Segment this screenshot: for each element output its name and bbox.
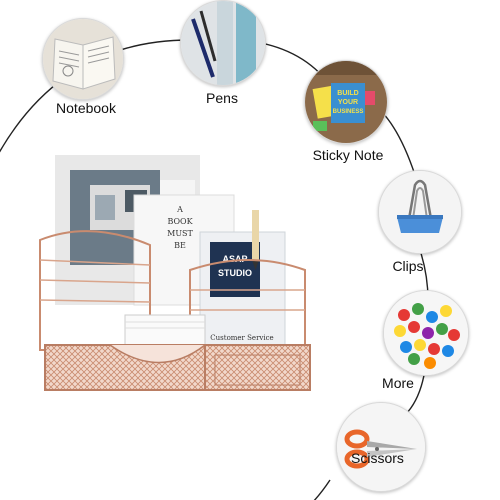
svg-text:BUILD: BUILD bbox=[337, 90, 358, 97]
scissors-label: Scissors bbox=[351, 450, 404, 466]
sticky-note-bubble: BUILD YOUR BUSINESS bbox=[304, 60, 388, 144]
scissors-bubble bbox=[336, 402, 426, 492]
svg-text:A: A bbox=[176, 205, 183, 214]
more-label: More bbox=[382, 375, 414, 391]
push-pins-icon bbox=[384, 291, 468, 375]
notebook-label: Notebook bbox=[56, 100, 116, 116]
svg-text:Customer Service: Customer Service bbox=[210, 334, 273, 342]
svg-text:BOOK: BOOK bbox=[167, 217, 193, 226]
svg-text:MUST: MUST bbox=[167, 229, 193, 238]
pens-icon bbox=[181, 1, 265, 85]
scissors-icon bbox=[337, 403, 425, 491]
svg-text:ASAP: ASAP bbox=[222, 254, 247, 264]
pens-label: Pens bbox=[206, 90, 238, 106]
notebook-icon bbox=[43, 19, 123, 99]
svg-text:BUSINESS: BUSINESS bbox=[333, 109, 364, 115]
clips-bubble bbox=[378, 170, 462, 254]
svg-text:BE: BE bbox=[174, 241, 186, 250]
clips-icon bbox=[379, 171, 461, 253]
desk-organizer: A BOOK MUST BE ASAP STUDIO Customer Serv… bbox=[30, 150, 330, 395]
sticky-note-icon: BUILD YOUR BUSINESS bbox=[305, 61, 387, 143]
svg-text:STUDIO: STUDIO bbox=[218, 268, 252, 278]
svg-text:YOUR: YOUR bbox=[338, 99, 358, 106]
more-bubble bbox=[383, 290, 469, 376]
notebook-bubble bbox=[42, 18, 124, 100]
sticky-note-label: Sticky Note bbox=[312, 147, 384, 163]
clips-label: Clips bbox=[392, 258, 424, 274]
pens-bubble bbox=[180, 0, 266, 86]
